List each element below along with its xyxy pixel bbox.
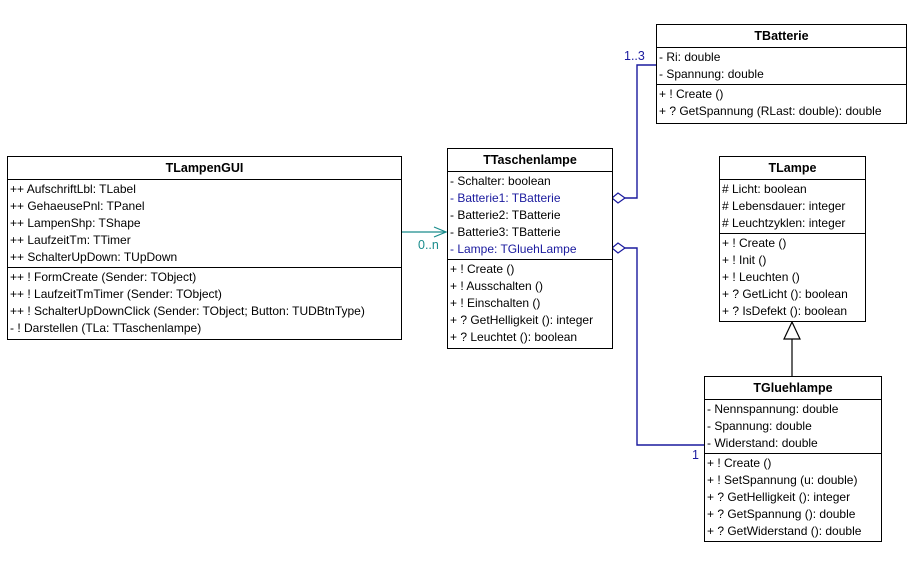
attribute-association: - Batterie1: TBatterie (450, 191, 561, 205)
inheritance-triangle-icon (783, 320, 801, 340)
open-arrowhead-icon (433, 226, 448, 238)
method: + ? IsDefekt (): boolean (722, 304, 848, 318)
attribute: - Batterie3: TBatterie (450, 225, 561, 239)
methods-section: ++ ! FormCreate (Sender: TObject) ++ ! L… (8, 268, 401, 338)
aggregation-line-gluehlampe (625, 247, 704, 446)
attribute: # Leuchtzyklen: integer (722, 216, 846, 230)
method: + ! Ausschalten () (450, 279, 544, 293)
methods-section: + ! Create () + ? GetSpannung (RLast: do… (657, 85, 906, 121)
attribute: ++ SchalterUpDown: TUpDown (10, 250, 178, 264)
method: ++ ! SchalterUpDownClick (Sender: TObjec… (10, 304, 365, 318)
multiplicity-gluehlampe: 1 (692, 448, 699, 462)
attribute: # Lebensdauer: integer (722, 199, 846, 213)
method: + ! Init () (722, 253, 767, 267)
attribute: - Nennspannung: double (707, 402, 839, 416)
method: + ! Einschalten () (450, 296, 541, 310)
method: + ! Create () (450, 262, 515, 276)
aggregation-line-batterie (625, 64, 656, 199)
attribute: - Widerstand: double (707, 436, 818, 450)
class-name: TTaschenlampe (448, 149, 612, 172)
methods-section: + ! Create () + ! Init () + ! Leuchten (… (720, 234, 865, 321)
method: ++ ! FormCreate (Sender: TObject) (10, 270, 197, 284)
method: + ? GetLicht (): boolean (722, 287, 848, 301)
aggregation-diamond-icon (611, 192, 627, 204)
multiplicity-gui-taschenlampe: 0..n (418, 238, 439, 252)
method: - ! Darstellen (TLa: TTaschenlampe) (10, 321, 202, 335)
attribute: ++ LampenShp: TShape (10, 216, 141, 230)
method: + ? GetSpannung (RLast: double): double (659, 104, 882, 118)
attributes-section: - Nennspannung: double - Spannung: doubl… (705, 400, 881, 454)
attribute: ++ GehaeusePnl: TPanel (10, 199, 145, 213)
multiplicity-batterie: 1..3 (624, 49, 645, 63)
method: + ! Create () (659, 87, 724, 101)
method: + ? GetWiderstand (): double (707, 524, 862, 538)
method: + ? Leuchtet (): boolean (450, 330, 578, 344)
class-tlampengui[interactable]: TLampenGUI ++ AufschriftLbl: TLabel ++ G… (7, 156, 402, 340)
methods-section: + ! Create () + ! Ausschalten () + ! Ein… (448, 260, 612, 347)
attributes-section: ++ AufschriftLbl: TLabel ++ GehaeusePnl:… (8, 180, 401, 268)
class-ttaschenlampe[interactable]: TTaschenlampe - Schalter: boolean - Batt… (447, 148, 613, 349)
attribute: - Spannung: double (659, 67, 764, 81)
class-tlampe[interactable]: TLampe # Licht: boolean # Lebensdauer: i… (719, 156, 866, 322)
attribute: ++ LaufzeitTm: TTimer (10, 233, 131, 247)
class-name: TLampe (720, 157, 865, 180)
attribute-association: - Lampe: TGluehLampe (450, 242, 577, 256)
method: ++ ! LaufzeitTmTimer (Sender: TObject) (10, 287, 222, 301)
attribute: # Licht: boolean (722, 182, 807, 196)
aggregation-diamond-icon (611, 242, 627, 254)
class-name: TLampenGUI (8, 157, 401, 180)
attributes-section: - Ri: double - Spannung: double (657, 48, 906, 85)
attribute: ++ AufschriftLbl: TLabel (10, 182, 136, 196)
method: + ! Leuchten () (722, 270, 800, 284)
method: + ? GetHelligkeit (): integer (450, 313, 594, 327)
attribute: - Schalter: boolean (450, 174, 551, 188)
attributes-section: # Licht: boolean # Lebensdauer: integer … (720, 180, 865, 234)
method: + ! Create () (707, 456, 772, 470)
method: + ! Create () (722, 236, 787, 250)
methods-section: + ! Create () + ! SetSpannung (u: double… (705, 454, 881, 541)
method: + ? GetHelligkeit (): integer (707, 490, 851, 504)
attribute: - Batterie2: TBatterie (450, 208, 561, 222)
class-tgluehlampe[interactable]: TGluehlampe - Nennspannung: double - Spa… (704, 376, 882, 542)
attribute: - Ri: double (659, 50, 721, 64)
class-tbatterie[interactable]: TBatterie - Ri: double - Spannung: doubl… (656, 24, 907, 124)
class-name: TGluehlampe (705, 377, 881, 400)
class-name: TBatterie (657, 25, 906, 48)
attributes-section: - Schalter: boolean - Batterie1: TBatter… (448, 172, 612, 260)
method: + ? GetSpannung (): double (707, 507, 856, 521)
method: + ! SetSpannung (u: double) (707, 473, 858, 487)
attribute: - Spannung: double (707, 419, 812, 433)
